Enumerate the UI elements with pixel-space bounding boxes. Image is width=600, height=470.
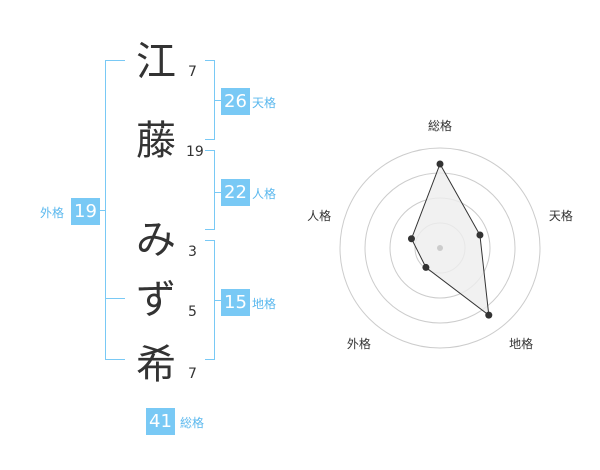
radar-point-3 [485, 311, 493, 319]
radar-axis-label-2: 天格 [549, 208, 573, 223]
radar-point-2 [476, 231, 484, 239]
gaikaku-label: 外格 [40, 206, 65, 220]
radar-axis-label-5: 人格 [307, 208, 331, 223]
radar-point-5 [407, 235, 415, 243]
tenkaku-connector [215, 100, 221, 101]
radar-axis-label-3: 地格 [509, 336, 533, 351]
radar-center-dot [437, 245, 443, 251]
tenkaku-badge: 26 [221, 88, 250, 115]
radar-point-1 [436, 160, 444, 168]
radar-axis-label-1: 総格 [428, 118, 452, 133]
tenkaku-label: 天格 [252, 96, 277, 110]
soukaku-badge: 41 [146, 408, 175, 435]
stroke-count-4: 5 [188, 304, 197, 320]
chikaku-label: 地格 [252, 297, 277, 311]
chikaku-bracket [205, 240, 215, 360]
radar-ring-4 [339, 147, 541, 349]
soukaku-label: 総格 [180, 416, 205, 430]
chikaku-badge: 15 [221, 289, 250, 316]
jinkaku-label: 人格 [252, 187, 277, 201]
stroke-count-1: 7 [188, 64, 197, 80]
name-char-4: ず [136, 277, 176, 323]
tenkaku-bracket [205, 60, 215, 140]
gaikaku-connector [98, 210, 105, 211]
name-char-5: 希 [136, 342, 176, 388]
jinkaku-connector [215, 192, 221, 193]
jinkaku-bracket [205, 150, 215, 230]
name-char-1: 江 [136, 39, 176, 85]
radar-polygon [410, 162, 490, 317]
stroke-count-5: 7 [188, 366, 197, 382]
gaikaku-bracket [105, 60, 125, 360]
jinkaku-badge: 22 [221, 179, 250, 206]
name-char-2: 藤 [136, 118, 176, 164]
radar-point-4 [422, 263, 430, 271]
stroke-count-2: 19 [186, 144, 204, 160]
chikaku-connector [215, 300, 221, 301]
radar-axis-label-4: 外格 [347, 336, 371, 351]
gaikaku-badge: 19 [71, 198, 100, 225]
gaikaku-bracket-split [105, 298, 125, 299]
name-char-3: み [136, 217, 176, 263]
stroke-count-3: 3 [188, 244, 197, 260]
